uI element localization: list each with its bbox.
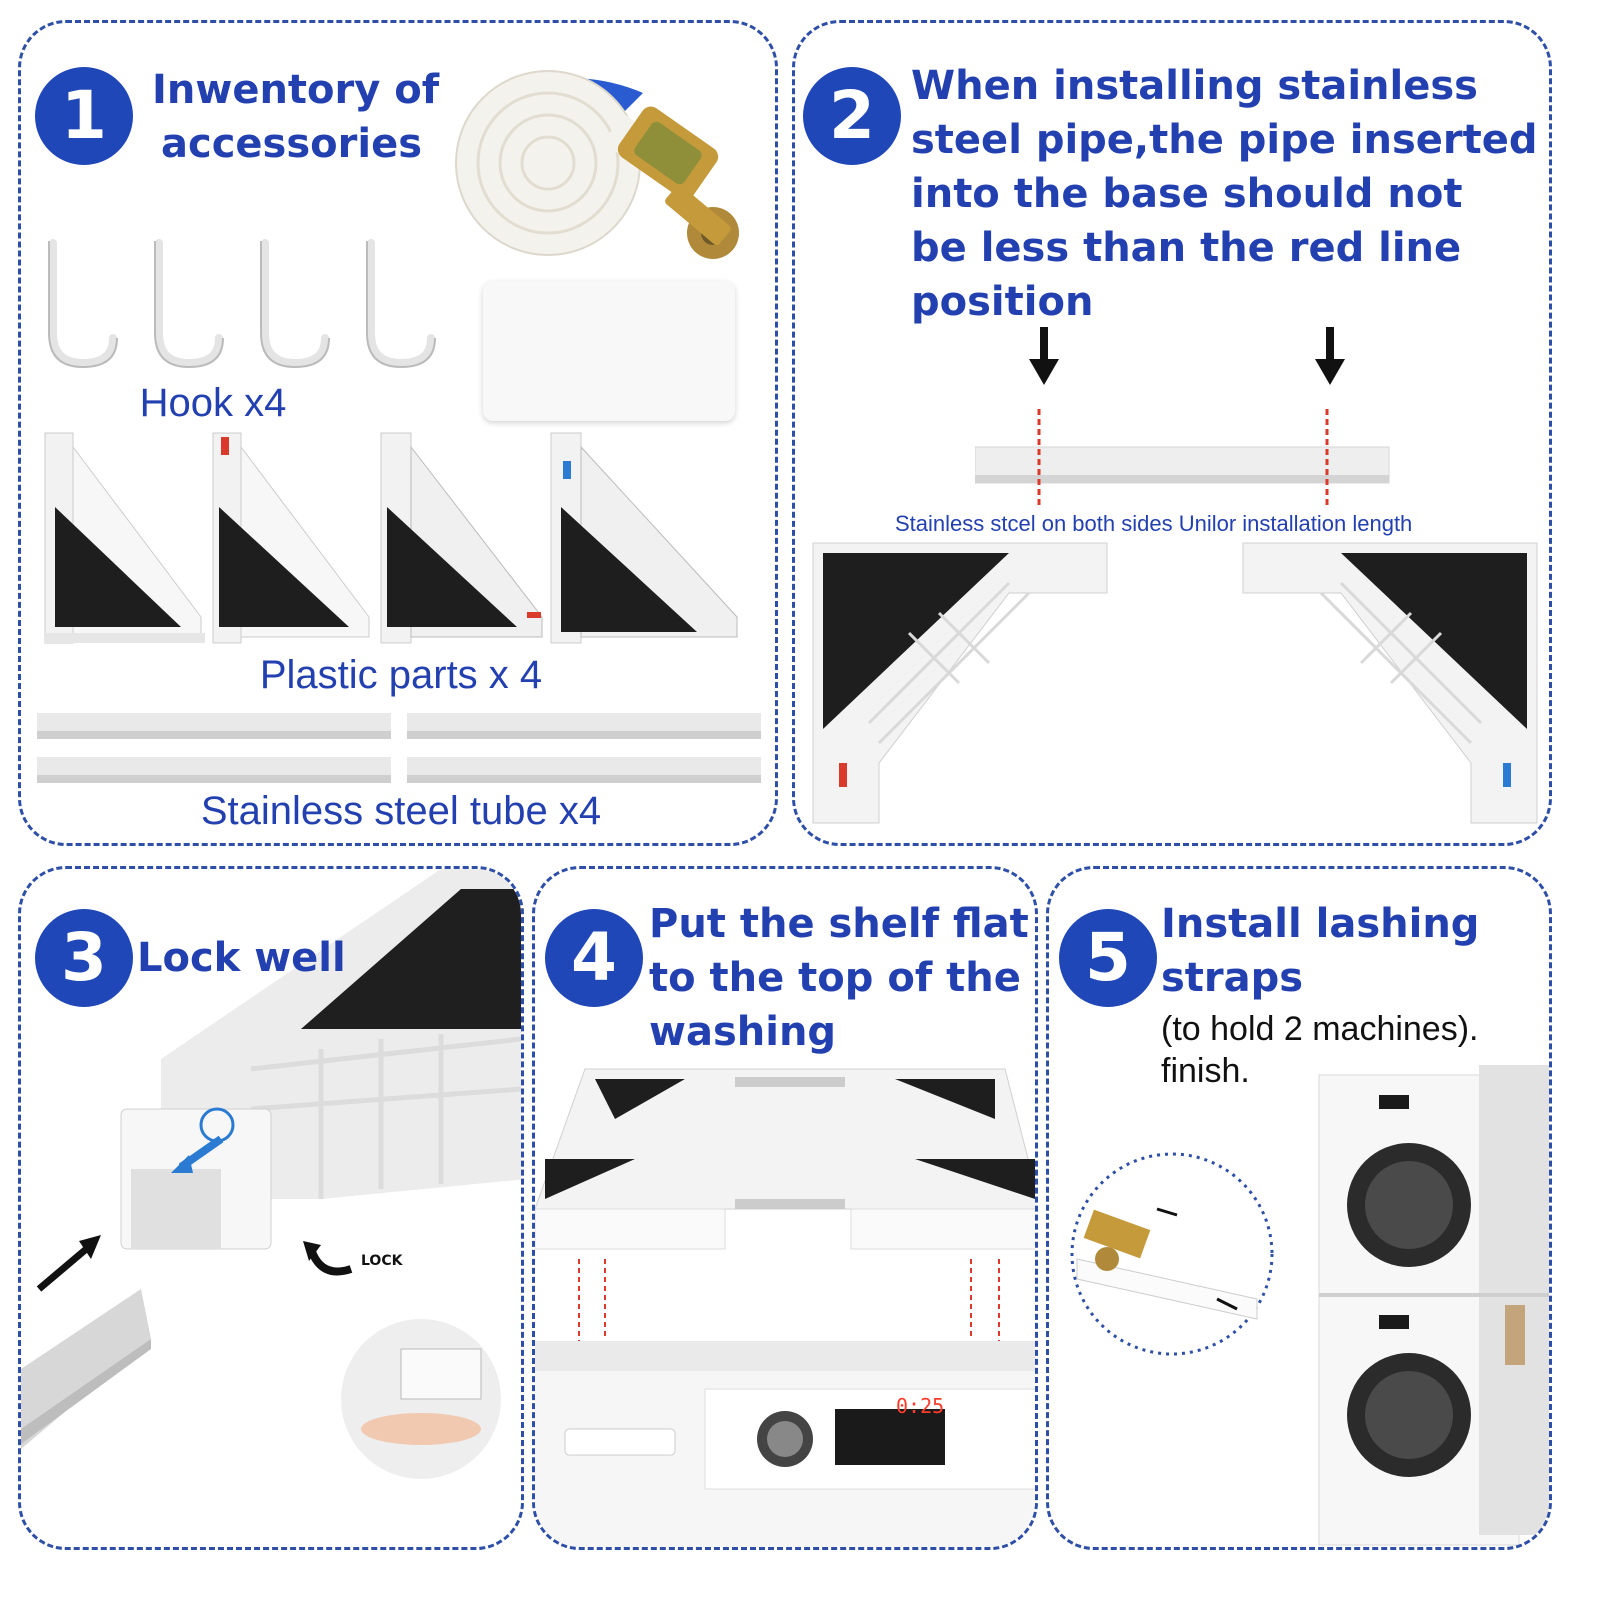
installation-length-caption: Stainless stcel on both sides Unilor ins… (895, 511, 1413, 536)
step1-panel: 1 Inwentory of accessories Hook x4 (18, 20, 778, 846)
strap-detail-image (1070, 1152, 1274, 1356)
step4-number: 4 (545, 909, 643, 1007)
step2-title-line1: When installing stainless (911, 63, 1478, 109)
steel-tube-label: Stainless steel tube x4 (200, 789, 602, 833)
step2-title-line3: into the base should not (911, 171, 1463, 217)
down-arrow-icon (1315, 327, 1345, 385)
step4-title-line1: Put the shelf flat (649, 901, 1029, 947)
step5-title-line2: straps (1161, 955, 1304, 1001)
step3-number: 3 (35, 909, 133, 1007)
step4-title-line2: to the top of the (649, 955, 1021, 1001)
plastic-card-image (483, 281, 735, 421)
plastic-parts-image (44, 432, 738, 644)
washer-display-digits: 0:25 (896, 1394, 945, 1418)
left-base-part-image (812, 542, 1108, 824)
plastic-parts-label: Plastic parts x 4 (259, 653, 543, 697)
step5-note-line2: finish. (1161, 1052, 1250, 1090)
step3-panel: 3 Lock well LOCK (18, 866, 524, 1550)
step2-title-line5: position (911, 279, 1094, 325)
steel-pipe-image (975, 409, 1390, 507)
step3-title: Lock well (137, 935, 346, 981)
steel-tubes-image (37, 713, 761, 783)
right-base-part-image (1242, 542, 1538, 824)
step5-panel: 5 Install lashing straps (to hold 2 mach… (1046, 866, 1552, 1550)
step2-number: 2 (803, 67, 901, 165)
lock-closeup-image (21, 869, 521, 1479)
step5-number: 5 (1059, 909, 1157, 1007)
step2-title-line2: steel pipe,the pipe inserted (911, 117, 1538, 163)
step4-panel: 4 Put the shelf flat to the top of the w… (532, 866, 1038, 1550)
step5-note-line1: (to hold 2 machines). (1161, 1010, 1479, 1048)
step2-title-line4: be less than the red line (911, 225, 1462, 271)
step1-title-line1: Inwentory of (152, 67, 440, 113)
hook-label: Hook x4 (139, 381, 287, 425)
step2-panel: 2 When installing stainless steel pipe,t… (792, 20, 1552, 846)
step5-title-line1: Install lashing (1161, 901, 1480, 947)
down-arrow-icon (1029, 327, 1059, 385)
step1-title-line2: accessories (161, 121, 423, 167)
step1-number: 1 (35, 67, 133, 165)
ratchet-strap-image (455, 70, 739, 259)
lock-label: LOCK (361, 1253, 403, 1269)
shelf-on-washer-image (535, 1068, 1035, 1547)
hooks-image (48, 239, 436, 369)
stacked-washers-image (1318, 1065, 1549, 1546)
